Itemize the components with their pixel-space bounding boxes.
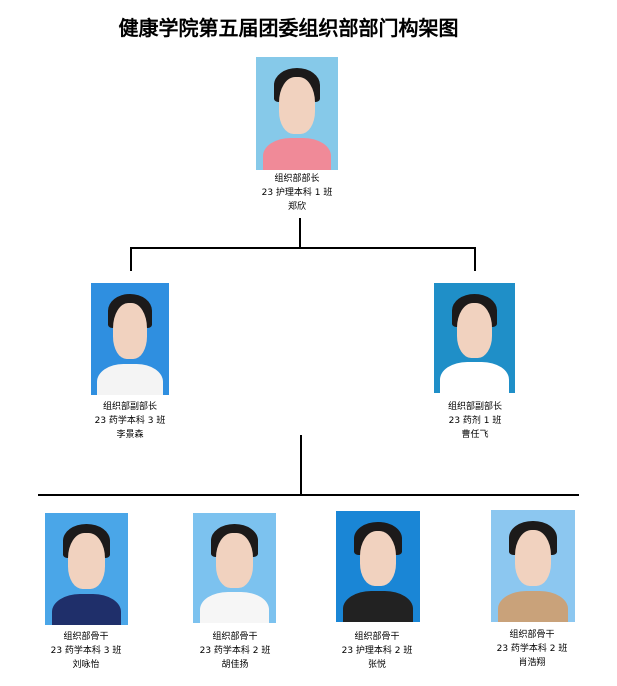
role: 组织部骨干 <box>212 632 258 642</box>
role: 组织部副部长 <box>447 402 502 412</box>
name: 郑欣 <box>287 202 306 212</box>
head-photo <box>256 57 338 170</box>
role: 组织部骨干 <box>354 632 400 642</box>
connector <box>299 218 301 249</box>
deputy-photo <box>91 283 169 395</box>
connector <box>474 247 476 271</box>
name: 曹任飞 <box>461 430 489 440</box>
name: 张悦 <box>367 660 386 670</box>
name: 胡佳扬 <box>221 660 249 670</box>
role: 组织部骨干 <box>509 630 555 640</box>
member-photo <box>45 513 128 625</box>
connector <box>300 435 302 496</box>
class: 23 护理本科 2 班 <box>341 646 413 656</box>
name: 刘咏怡 <box>72 660 100 670</box>
head-caption: 组织部部长 23 护理本科 1 班 郑欣 <box>217 172 377 214</box>
class: 23 药学本科 2 班 <box>496 644 568 654</box>
connector <box>130 247 476 249</box>
role: 组织部副部长 <box>102 402 157 412</box>
role: 组织部骨干 <box>63 632 109 642</box>
deputy-caption: 组织部副部长 23 药剂 1 班 曹任飞 <box>395 400 555 442</box>
connector <box>130 247 132 271</box>
class: 23 药学本科 3 班 <box>50 646 122 656</box>
class: 23 护理本科 1 班 <box>261 188 333 198</box>
class: 23 药学本科 2 班 <box>199 646 271 656</box>
member-caption: 组织部骨干 23 药学本科 2 班 肖浩翔 <box>452 628 612 670</box>
class: 23 药学本科 3 班 <box>94 416 166 426</box>
member-caption: 组织部骨干 23 药学本科 2 班 胡佳扬 <box>155 630 315 672</box>
page-title: 健康学院第五届团委组织部部门构架图 <box>118 16 459 40</box>
name: 肖浩翔 <box>518 658 546 668</box>
member-photo <box>193 513 276 623</box>
name: 李景森 <box>116 430 144 440</box>
member-caption: 组织部骨干 23 药学本科 3 班 刘咏怡 <box>6 630 166 672</box>
deputy-caption: 组织部副部长 23 药学本科 3 班 李景森 <box>50 400 210 442</box>
member-photo <box>491 510 575 622</box>
connector <box>38 494 579 496</box>
role: 组织部部长 <box>274 174 320 184</box>
member-caption: 组织部骨干 23 护理本科 2 班 张悦 <box>297 630 457 672</box>
member-photo <box>336 511 420 622</box>
deputy-photo <box>434 283 515 393</box>
class: 23 药剂 1 班 <box>448 416 502 426</box>
